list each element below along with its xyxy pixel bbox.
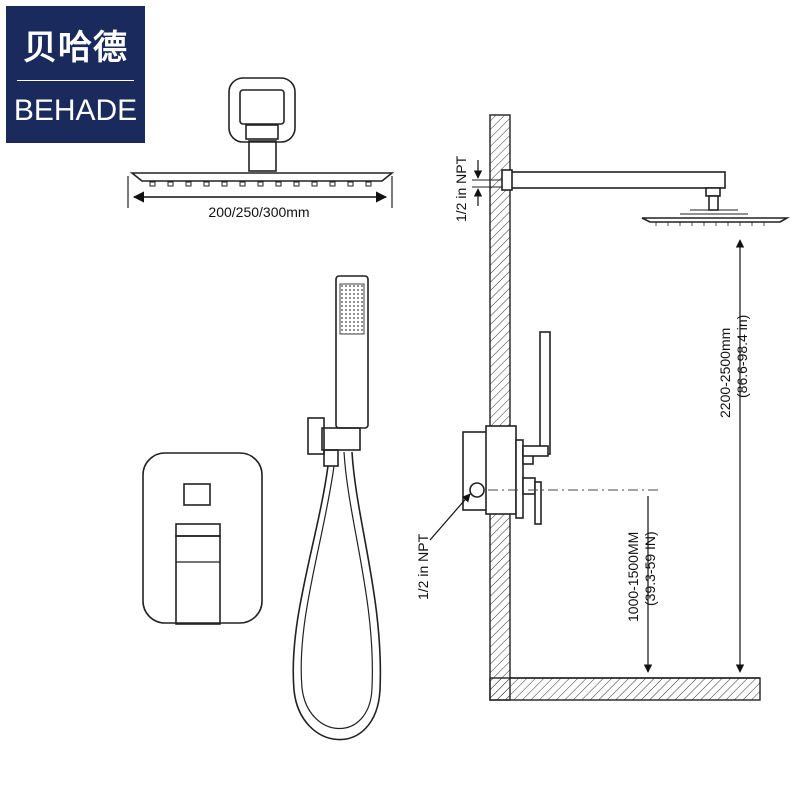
wall-bracket <box>321 427 361 451</box>
valve-trim-side <box>515 439 524 519</box>
hose-outlet <box>323 449 339 467</box>
hand-shower-spray-face <box>339 283 365 335</box>
connector-nut <box>245 124 279 140</box>
showerhead-side <box>641 217 791 223</box>
logo-divider <box>17 80 134 81</box>
valve-body-side <box>462 331 551 525</box>
brand-name-english: BEHADE <box>13 94 138 127</box>
valve-height-dimension: 1000-1500MM (39.3-59 IN) <box>625 496 658 673</box>
shower-hose-outer <box>292 451 382 741</box>
shower-arm <box>509 171 726 189</box>
plate-inner-square <box>239 89 285 125</box>
showerhead-width-label: 200/250/300mm <box>208 204 309 220</box>
swivel-joint <box>708 195 719 211</box>
brand-logo: 贝哈德 BEHADE <box>6 6 145 143</box>
wall-hatch <box>489 114 511 701</box>
shower-height-dimension: 2200-2500mm (86.6-98.4 in) <box>717 239 750 673</box>
showerhead-slab <box>129 172 395 182</box>
valve-cover-plate <box>142 452 263 624</box>
valve-npt-label: 1/2 in NPT <box>415 533 431 600</box>
valve-mounting-block <box>485 425 517 515</box>
brand-name-chinese: 贝哈德 <box>23 28 128 68</box>
shower-arm-side <box>501 169 791 223</box>
hand-shower-side <box>539 331 551 455</box>
lever-side <box>534 481 542 525</box>
ceiling-plate <box>228 77 296 143</box>
bracket-plate <box>307 417 325 455</box>
lever-handle <box>175 535 221 625</box>
shower-hose-inner <box>300 451 373 730</box>
diverter-button <box>183 483 211 506</box>
handle-base-side <box>522 477 536 495</box>
valve-npt-callout: 1/2 in NPT <box>415 493 471 600</box>
holder-side <box>522 445 549 457</box>
showerhead-top-view <box>129 77 395 187</box>
showerhead-width-dimension: 200/250/300mm <box>127 176 393 220</box>
wall-section <box>489 114 761 701</box>
wall-flange <box>501 169 513 191</box>
arm-npt-label: 1/2 in NPT <box>453 155 469 222</box>
valve-height-in-label: (39.3-59 IN) <box>642 531 658 606</box>
floor-hatch <box>489 677 761 701</box>
arm-nut <box>705 187 721 197</box>
connector-neck <box>248 140 277 172</box>
arm-npt-callout: 1/2 in NPT <box>453 155 502 222</box>
showerhead-nozzles-side <box>655 222 765 226</box>
shower-height-in-label: (86.6-98.4 in) <box>734 315 750 398</box>
handle-top <box>175 523 221 537</box>
valve-height-mm-label: 1000-1500MM <box>625 532 641 622</box>
hand-shower-assembly <box>292 275 382 741</box>
valve-trim-front-view <box>142 452 263 625</box>
shower-height-mm-label: 2200-2500mm <box>717 328 733 418</box>
valve-inlet <box>469 482 485 498</box>
